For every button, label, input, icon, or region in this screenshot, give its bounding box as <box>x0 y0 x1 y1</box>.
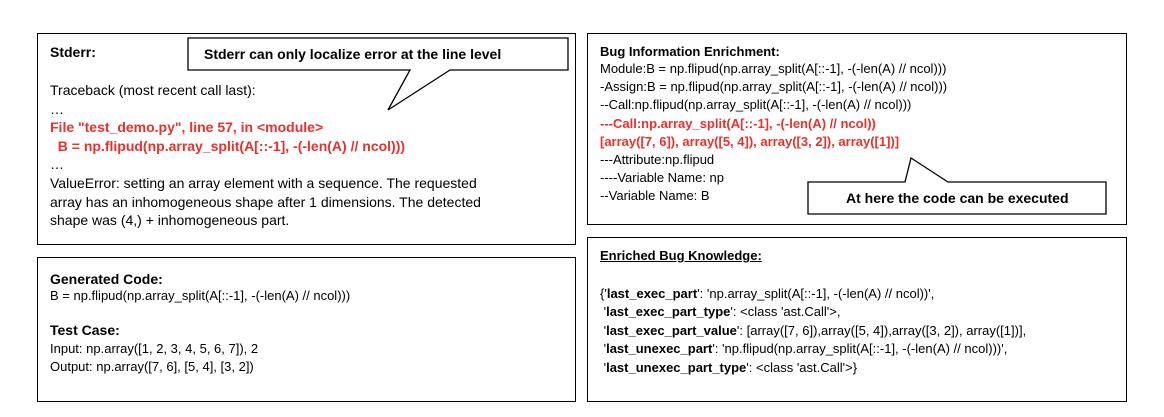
stderr-header: Stderr: <box>50 44 96 60</box>
knowledge-entry-value: 'np.array_split(A[::-1], -(-len(A) // nc… <box>706 286 935 301</box>
text-line: … <box>50 100 64 117</box>
highlighted-line: B = np.flipud(np.array_split(A[::-1], -(… <box>50 137 406 154</box>
stderr-panel: Stderr: Traceback (most recent call last… <box>37 33 576 245</box>
knowledge-entry-sep: ': <box>736 322 747 338</box>
knowledge-entry-prefix: ' <box>600 341 607 357</box>
knowledge-entry-key: last_exec_part_type <box>606 304 731 320</box>
generated-code-header: Generated Code: <box>50 271 163 287</box>
enrichment-callout-text: At here the code can be executed <box>846 190 1069 206</box>
test-case-header: Test Case: <box>50 322 120 338</box>
knowledge-entry: {'last_exec_part': 'np.array_split(A[::-… <box>600 286 934 301</box>
generated-code-line: B = np.flipud(np.array_split(A[::-1], -(… <box>50 288 351 303</box>
test-output-line: Output: np.array([7, 6], [5, 4], [3, 2]) <box>50 359 254 374</box>
text-line: -Assign:B = np.flipud(np.array_split(A[:… <box>600 79 948 95</box>
text-line: ---Attribute:np.flipud <box>600 152 715 167</box>
knowledge-entry: 'last_unexec_part': 'np.flipud(np.array_… <box>600 341 1008 357</box>
test-input-line: Input: np.array([1, 2, 3, 4, 5, 6, 7]), … <box>50 341 259 356</box>
highlighted-line: [array([7, 6]), array([5, 4]), array([3,… <box>600 133 900 149</box>
text-line: ----Variable Name: np <box>600 170 725 186</box>
knowledge-entry-value: <class 'ast.Call'>, <box>740 304 841 320</box>
knowledge-entry-sep: ': <box>697 286 707 301</box>
knowledge-entry-prefix: ' <box>600 359 607 375</box>
knowledge-entry: 'last_exec_part_value': [array([7, 6]),a… <box>600 322 1027 338</box>
enriched-knowledge-header: Enriched Bug Knowledge: <box>600 248 762 263</box>
generated-code-panel: Generated Code: B = np.flipud(np.array_s… <box>37 257 576 402</box>
enrichment-callout-shape <box>807 156 1107 215</box>
text-line: … <box>50 156 64 173</box>
text-line: array has an inhomogeneous shape after 1… <box>50 193 481 210</box>
knowledge-entry-sep: ': <box>746 359 756 375</box>
text-line: --Variable Name: B <box>600 188 710 204</box>
text-line: ValueError: setting an array element wit… <box>50 175 477 191</box>
knowledge-entry-key: last_unexec_part_type <box>606 359 747 375</box>
knowledge-entry: 'last_exec_part_type': <class 'ast.Call'… <box>600 304 841 320</box>
text-line: --Call:np.flipud(np.array_split(A[::-1],… <box>600 97 912 113</box>
knowledge-entry-value: 'np.flipud(np.array_split(A[::-1], -(-le… <box>722 341 1008 357</box>
knowledge-entry-key: last_unexec_part <box>606 341 713 357</box>
stderr-callout-text: Stderr can only localize error at the li… <box>204 46 502 62</box>
text-line: shape was (4,) + inhomogeneous part. <box>50 212 290 229</box>
knowledge-entry-prefix: ' <box>600 322 607 338</box>
bug-enrichment-panel: Bug Information Enrichment: Module:B = n… <box>587 33 1127 225</box>
highlighted-line: ---Call:np.array_split(A[::-1], -(-len(A… <box>600 115 876 131</box>
knowledge-entry-value: <class 'ast.Call'>} <box>756 359 858 375</box>
knowledge-entry-key: last_exec_part_value <box>606 322 737 338</box>
highlighted-line: File "test_demo.py", line 57, in <module… <box>50 119 324 136</box>
knowledge-entry-value: [array([7, 6]),array([5, 4]),array([3, 2… <box>746 322 1027 338</box>
stderr-callout-shape <box>187 37 569 111</box>
enriched-knowledge-panel: Enriched Bug Knowledge: {'last_exec_part… <box>587 237 1127 402</box>
knowledge-entry-prefix: {' <box>600 286 607 301</box>
knowledge-entry-prefix: ' <box>600 304 607 320</box>
bug-enrichment-header: Bug Information Enrichment: <box>600 44 780 59</box>
knowledge-entry-sep: ': <box>712 341 723 357</box>
text-line: Module:B = np.flipud(np.array_split(A[::… <box>600 61 947 76</box>
knowledge-entry-sep: ': <box>730 304 741 320</box>
text-line: Traceback (most recent call last): <box>50 82 256 98</box>
knowledge-entry-key: last_exec_part <box>606 286 698 301</box>
knowledge-entry: 'last_unexec_part_type': <class 'ast.Cal… <box>600 360 857 375</box>
